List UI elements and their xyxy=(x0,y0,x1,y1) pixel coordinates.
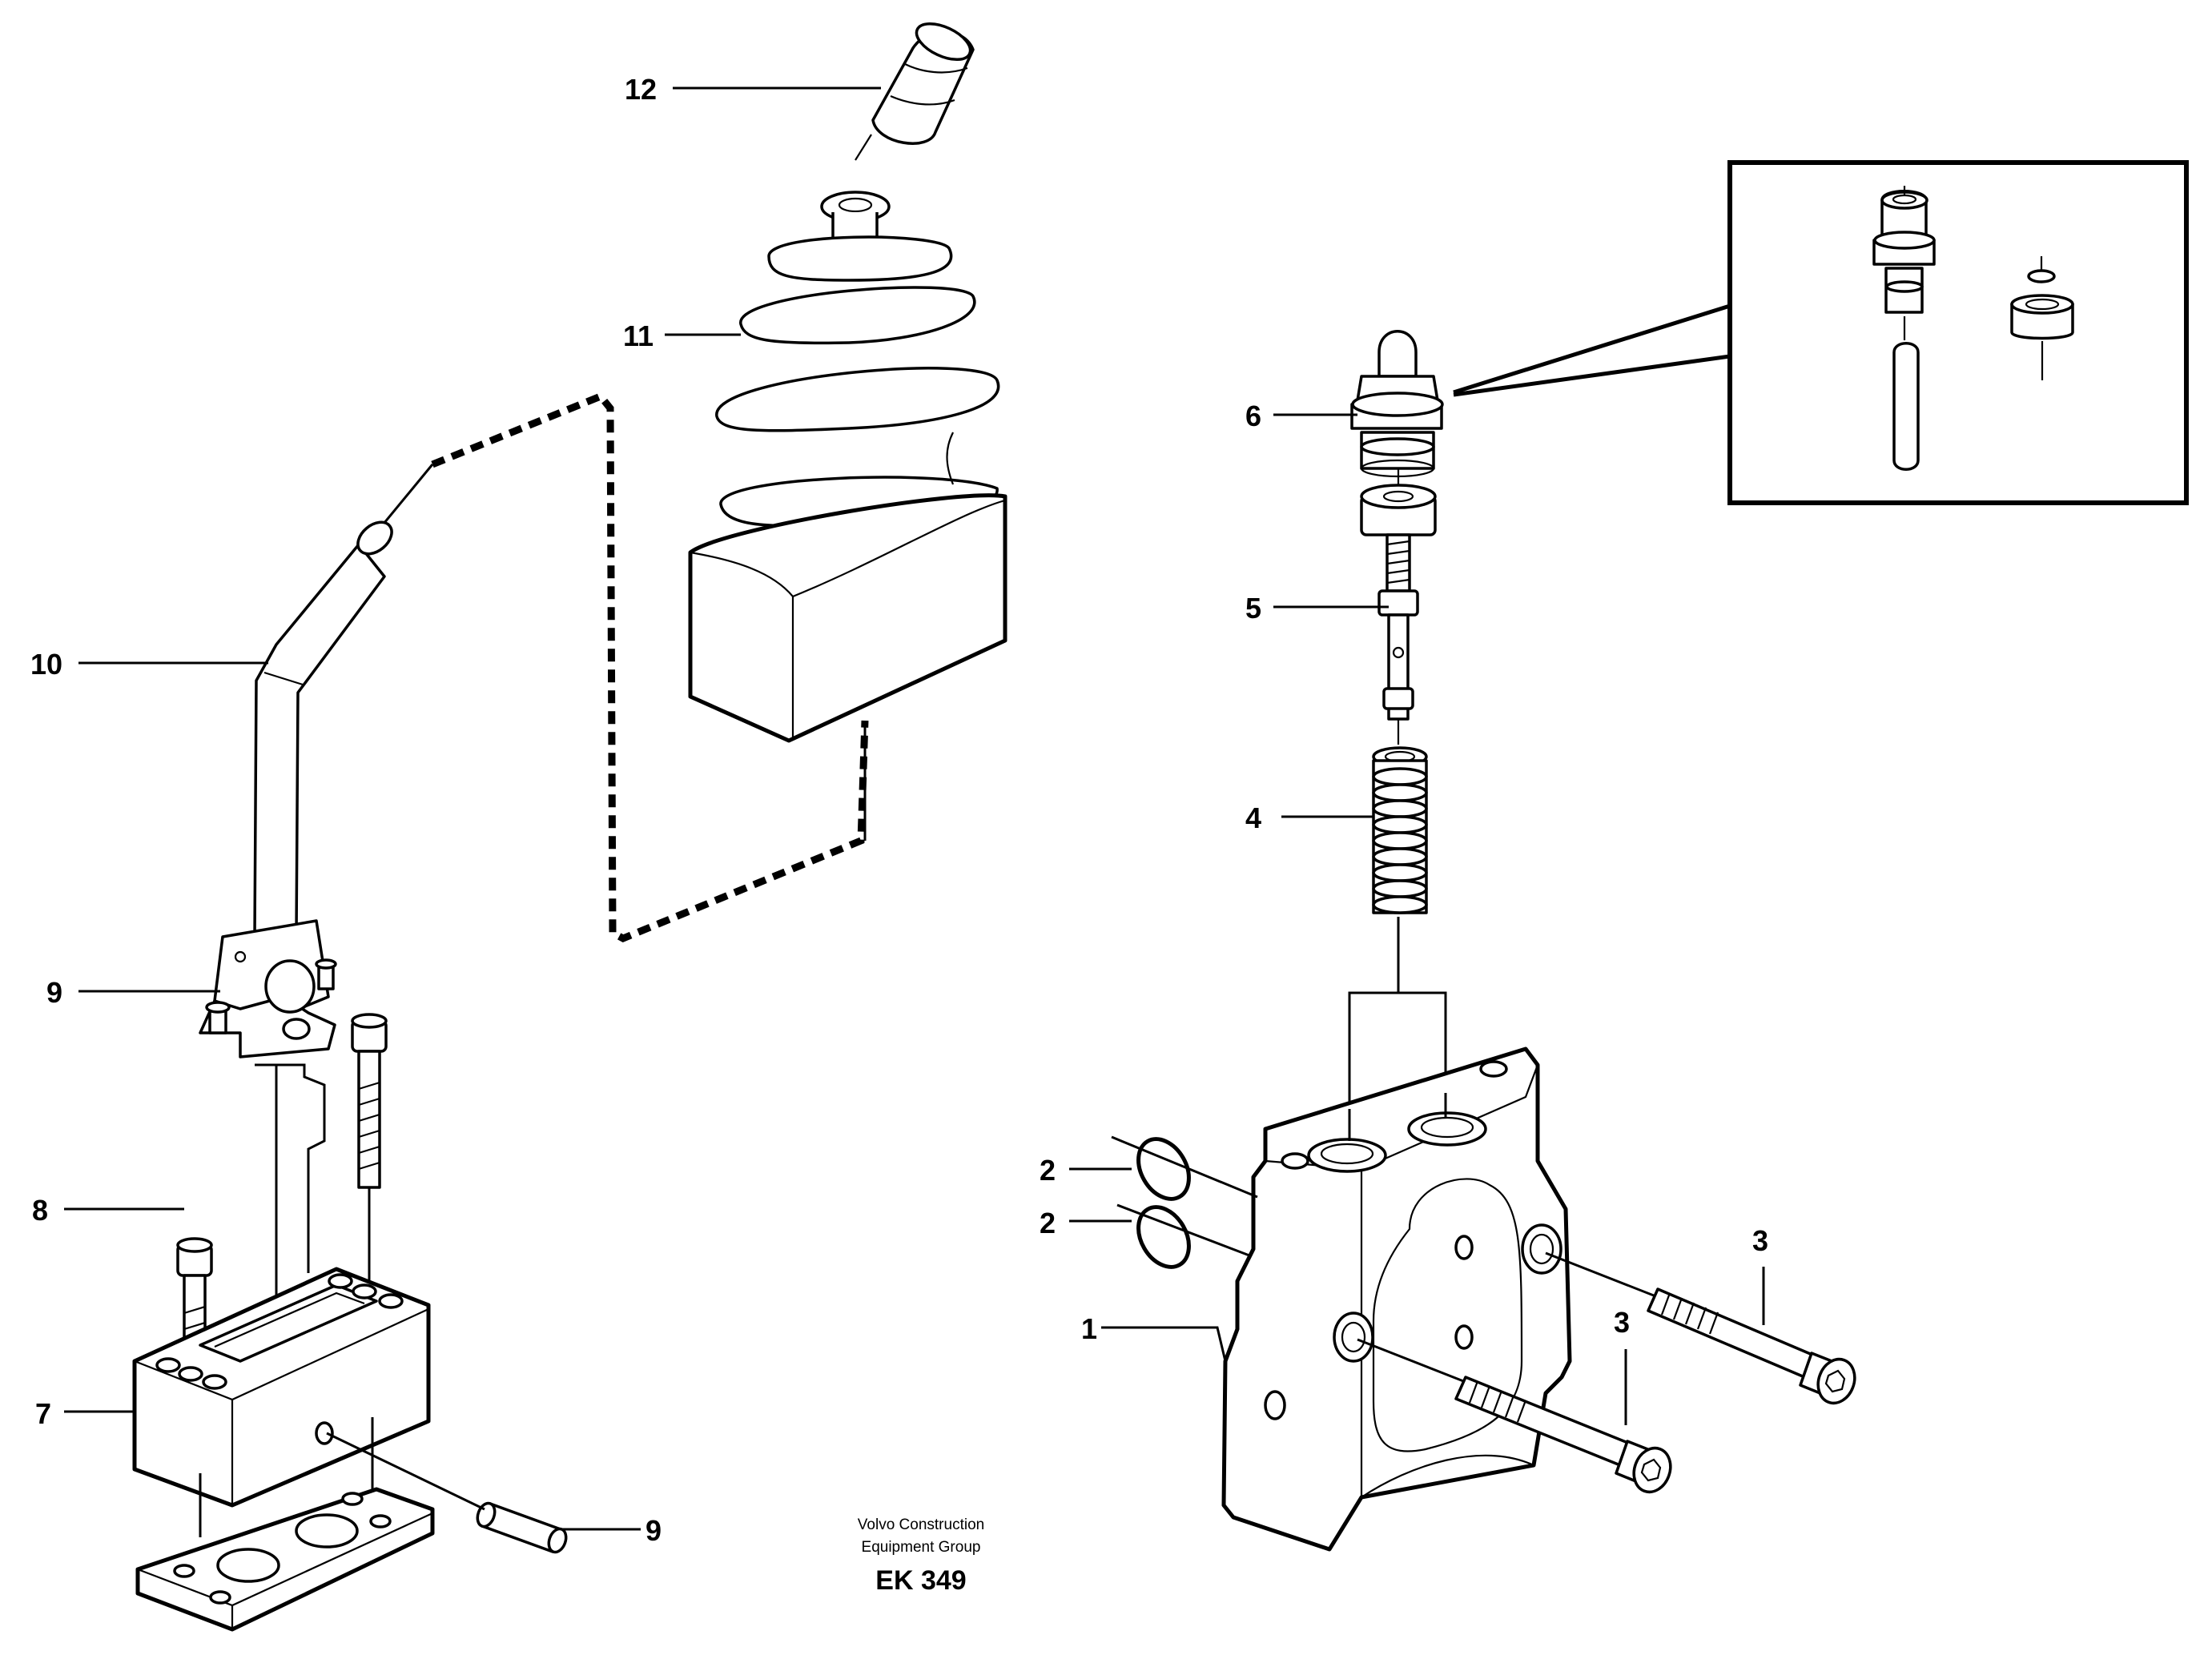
label-7: 7 xyxy=(35,1397,51,1430)
publisher-line-2: Equipment Group xyxy=(862,1539,981,1556)
bolt-pair-part-3 xyxy=(1357,1251,1856,1494)
handle-grip-part-12 xyxy=(855,22,975,161)
label-10: 10 xyxy=(30,648,62,681)
lever-bracket-part-9 xyxy=(199,919,337,1058)
label-3-left: 3 xyxy=(1614,1306,1630,1339)
label-1: 1 xyxy=(1081,1312,1097,1345)
label-6: 6 xyxy=(1245,400,1261,432)
label-2-top: 2 xyxy=(1040,1154,1056,1187)
title-block: Volvo Construction Equipment Group EK 34… xyxy=(858,1516,984,1596)
spring-part-4 xyxy=(1348,746,1447,1109)
spool-part-5 xyxy=(1360,468,1437,745)
phantom-assembly-outline xyxy=(375,392,869,942)
callout-leaders xyxy=(64,86,1765,1531)
detail-inset-box xyxy=(1453,160,2189,505)
base-plate xyxy=(135,1487,435,1632)
assembly-centerline-left xyxy=(255,1063,326,1329)
label-9-top: 9 xyxy=(46,976,62,1009)
drawing-code: EK 349 xyxy=(875,1565,966,1596)
label-2-bottom: 2 xyxy=(1040,1207,1056,1239)
control-lever-part-10 xyxy=(253,520,393,938)
label-5: 5 xyxy=(1245,592,1261,625)
callout-labels: 12 11 10 9 8 7 9 6 5 4 2 2 1 3 3 xyxy=(30,73,1768,1547)
valve-section-part-1 xyxy=(1221,1046,1572,1552)
rubber-boot-part-11 xyxy=(688,191,1007,743)
o-ring-pair-part-2 xyxy=(1111,1135,1258,1269)
label-3-right: 3 xyxy=(1752,1224,1768,1257)
label-11: 11 xyxy=(623,319,654,352)
label-9-bottom: 9 xyxy=(646,1514,662,1547)
label-12: 12 xyxy=(625,73,657,106)
plunger-cap-part-6 xyxy=(1350,330,1444,478)
publisher-line-1: Volvo Construction xyxy=(858,1516,984,1533)
label-4: 4 xyxy=(1245,801,1261,834)
label-8: 8 xyxy=(32,1194,48,1227)
pin-part-9 xyxy=(326,1432,568,1554)
